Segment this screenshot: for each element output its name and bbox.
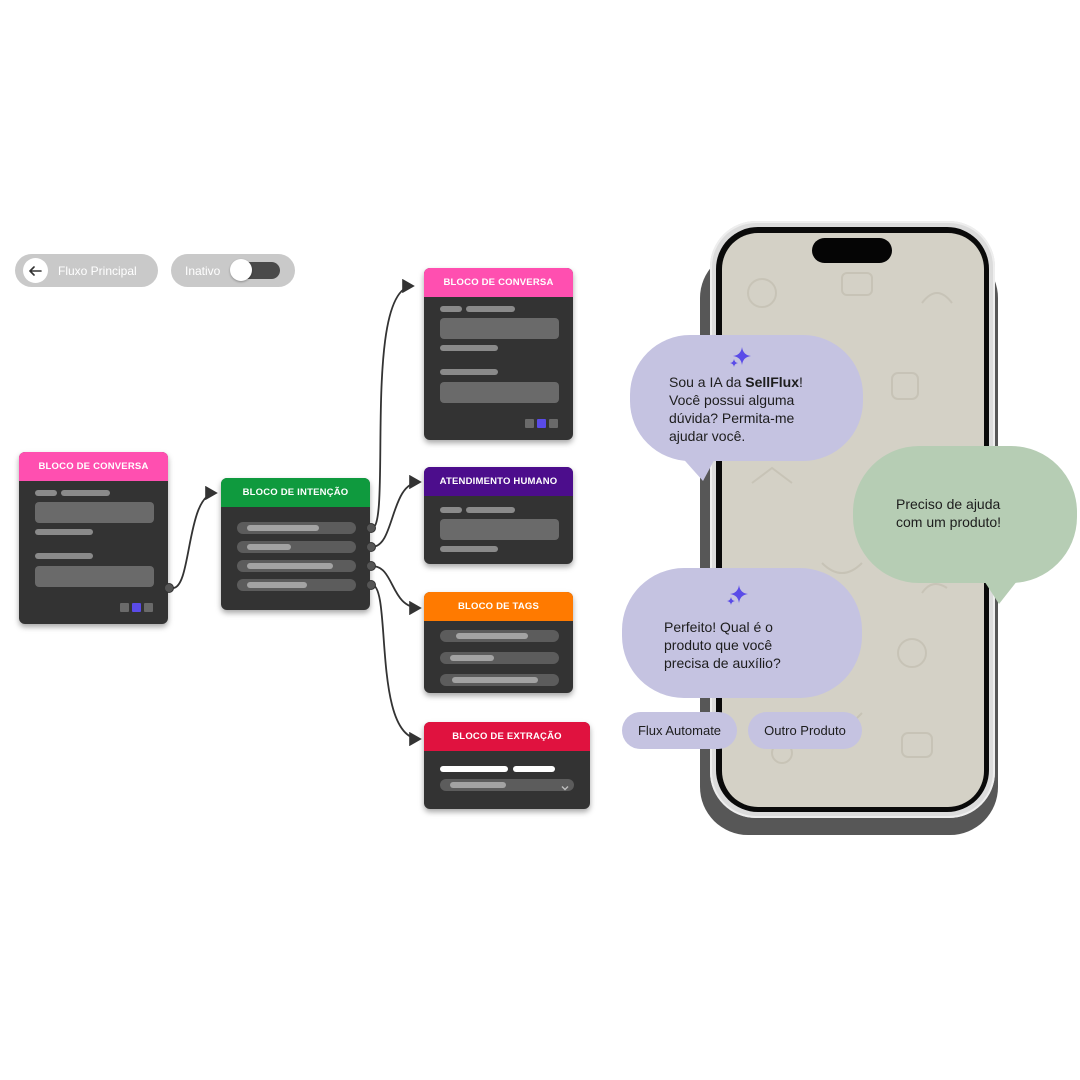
connector-intencao-to-tags [371, 565, 422, 616]
ai-text: ajudar você. [669, 428, 746, 444]
dynamic-island [812, 238, 892, 263]
bubble-tail [678, 453, 718, 481]
user-text: com um produto! [896, 514, 1002, 530]
ai-text: produto que você [664, 637, 773, 653]
status-label: Inativo [185, 263, 221, 278]
ai-text: Sou a IA da [669, 374, 746, 390]
status-toggle-pill[interactable]: Inativo [171, 254, 295, 287]
user-text: Preciso de ajuda [896, 496, 1001, 512]
block-header: BLOCO DE CONVERSA [19, 452, 168, 481]
block-intencao[interactable]: BLOCO DE INTENÇÃO [221, 478, 370, 610]
sparkle-icon [729, 345, 753, 373]
block-atendimento-humano[interactable]: ATENDIMENTO HUMANO [424, 467, 573, 564]
user-message-bubble: Preciso de ajuda com um produto! [853, 446, 1077, 604]
block-extracao[interactable]: BLOCO DE EXTRAÇÃO [424, 722, 590, 809]
quick-reply-flux-automate[interactable]: Flux Automate [622, 712, 737, 749]
block-header: ATENDIMENTO HUMANO [424, 467, 573, 496]
block-header: BLOCO DE INTENÇÃO [221, 478, 370, 507]
ai-text: Perfeito! Qual é o [664, 619, 773, 635]
block-conversa-top[interactable]: BLOCO DE CONVERSA [424, 268, 573, 440]
block-conversa-left[interactable]: BLOCO DE CONVERSA [19, 452, 168, 624]
arrow-left-icon [23, 258, 48, 283]
connector-intencao-to-conversa [371, 278, 415, 529]
output-port[interactable] [366, 523, 376, 533]
quick-reply-outro-produto[interactable]: Outro Produto [748, 712, 862, 749]
ai-text: ! [798, 374, 803, 390]
back-button-label: Fluxo Principal [58, 263, 137, 278]
block-tags[interactable]: BLOCO DE TAGS [424, 592, 573, 693]
output-port[interactable] [366, 580, 376, 590]
block-header: BLOCO DE TAGS [424, 592, 573, 621]
connector-intencao-to-humano [371, 474, 422, 548]
active-toggle-switch[interactable] [230, 259, 280, 281]
sparkle-icon [726, 583, 750, 611]
chevron-down-icon [560, 780, 570, 798]
toggle-knob [230, 259, 252, 281]
ai-text: dúvida? Permita-me [669, 410, 795, 426]
brand-name: SellFlux [745, 374, 799, 390]
back-to-main-flow-button[interactable]: Fluxo Principal [15, 254, 158, 287]
ai-message-bubble: Perfeito! Qual é o produto que você prec… [622, 568, 862, 698]
output-port[interactable] [164, 583, 174, 593]
block-header: BLOCO DE CONVERSA [424, 268, 573, 297]
connector-intencao-to-extracao [371, 584, 422, 747]
ai-text: precisa de auxílio? [664, 655, 781, 671]
block-header: BLOCO DE EXTRAÇÃO [424, 722, 590, 751]
ai-message-bubble: Sou a IA da SellFlux! Você possui alguma… [630, 335, 863, 481]
output-port[interactable] [366, 561, 376, 571]
bubble-tail [981, 576, 1021, 604]
ai-text: Você possui alguma [669, 392, 795, 408]
output-port[interactable] [366, 542, 376, 552]
connector-conversa-to-intencao [172, 485, 218, 589]
